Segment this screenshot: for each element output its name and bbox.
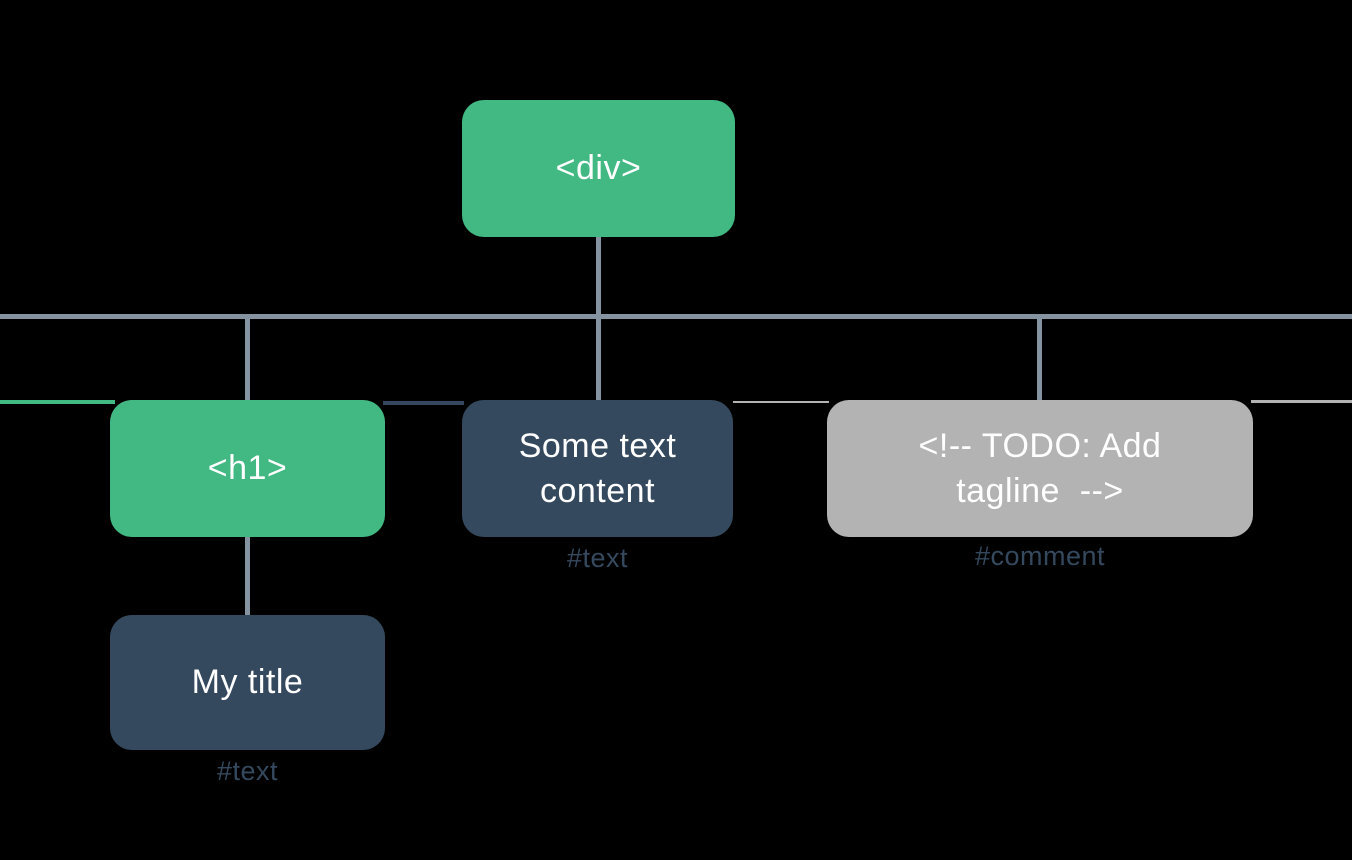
annotation-title-text-node: #text (216, 756, 279, 786)
node-my-title-label: My title (191, 663, 304, 702)
node-div-element: <div> (462, 100, 735, 237)
connector-stub-title (245, 537, 250, 615)
connector-stub-comment (1037, 319, 1042, 400)
node-h1-label: <h1> (207, 449, 288, 488)
node-text-content: Some text content (462, 400, 733, 537)
annotation-text-node: #text (566, 543, 629, 573)
node-comment-line2: tagline --> (956, 471, 1124, 510)
node-text-line2: content (539, 471, 656, 510)
node-h1-element: <h1> (110, 400, 385, 537)
node-comment: <!-- TODO: Add tagline --> (827, 400, 1253, 537)
connector-root-vertical (596, 237, 601, 315)
connector-stub-text (596, 319, 601, 400)
rowline-mid-dark (383, 401, 464, 405)
rowline-left-green (0, 400, 115, 404)
node-div-label: <div> (555, 149, 642, 188)
rowline-gap-gray (733, 401, 829, 403)
annotation-comment-node: #comment (974, 541, 1106, 571)
node-my-title: My title (110, 615, 385, 750)
rowline-right-gray (1251, 400, 1352, 403)
node-text-line1: Some text (518, 427, 677, 466)
connector-trunk-horizontal (0, 314, 1352, 319)
connector-stub-h1 (245, 319, 250, 400)
node-comment-line1: <!-- TODO: Add (918, 427, 1162, 466)
